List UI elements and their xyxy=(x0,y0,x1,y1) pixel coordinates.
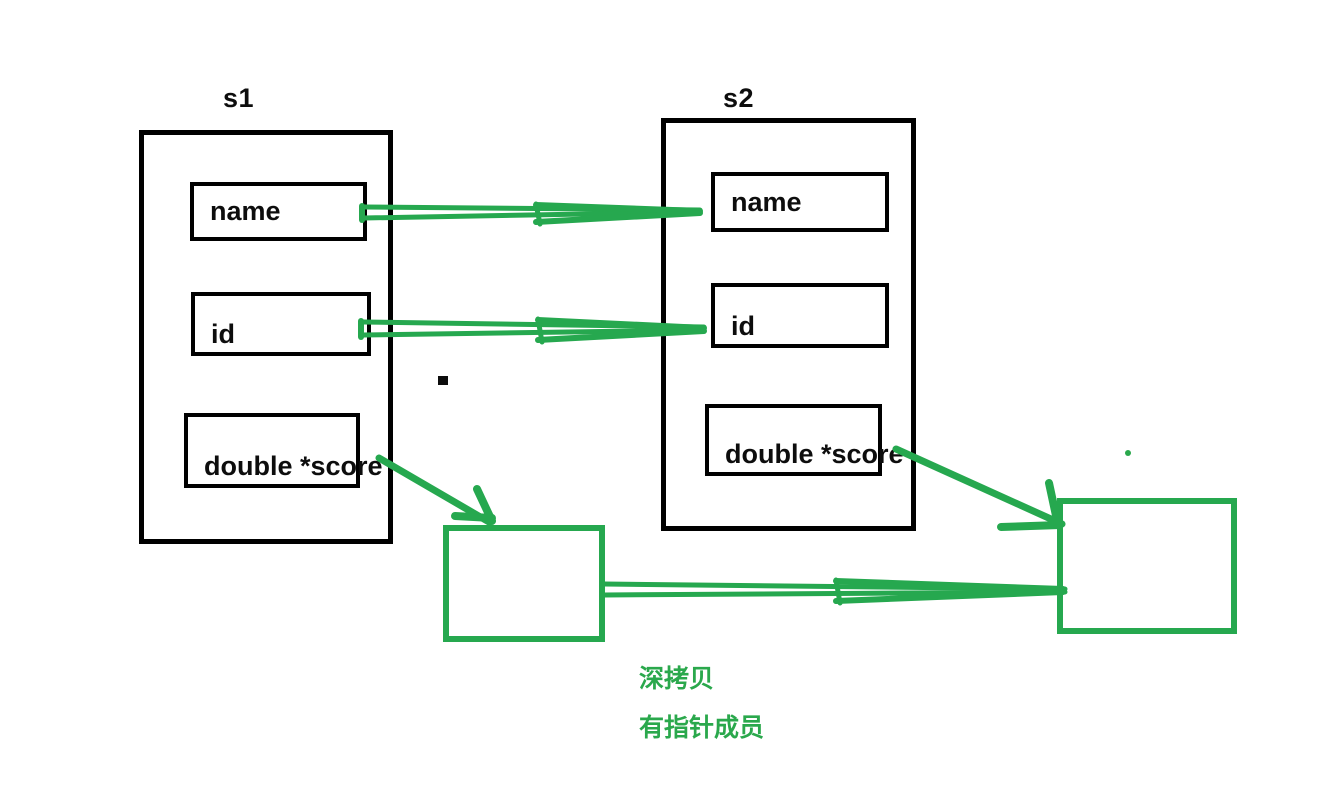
field-label-s2-id: id xyxy=(731,311,755,341)
field-label-s1-id: id xyxy=(211,319,235,349)
caption-line-pointer-member: 有指针成员 xyxy=(639,713,765,742)
struct-label-s2: s2 xyxy=(723,83,755,113)
arrow-s1-score-to-heap-left xyxy=(375,454,496,526)
field-box-s2-id: id xyxy=(711,283,889,348)
field-label-s2-name: name xyxy=(731,186,802,217)
heap-block-left xyxy=(443,525,605,642)
arrow-name-copy xyxy=(359,201,703,227)
struct-label-s1: s1 xyxy=(223,83,255,113)
field-label-s2-score: double *score xyxy=(725,439,904,469)
field-box-s2-name: name xyxy=(711,172,889,232)
field-box-s1-score: double *score xyxy=(184,413,383,488)
arrow-id-copy xyxy=(358,316,707,345)
arrow-s2-score-to-heap-right xyxy=(892,445,1066,531)
ink-speck-green xyxy=(1125,450,1131,456)
field-label-s1-score: double *score xyxy=(204,451,383,481)
caption-line-deep-copy: 深拷贝 xyxy=(639,664,715,693)
heap-block-right xyxy=(1057,498,1237,634)
field-box-s1-id: id xyxy=(191,292,371,356)
ink-speck-black xyxy=(438,376,448,385)
field-label-s1-name: name xyxy=(210,196,281,226)
field-box-s2-score: double *score xyxy=(705,404,904,476)
field-box-s1-name: name xyxy=(190,182,367,241)
arrow-heap-left-to-heap-right xyxy=(601,577,1068,606)
